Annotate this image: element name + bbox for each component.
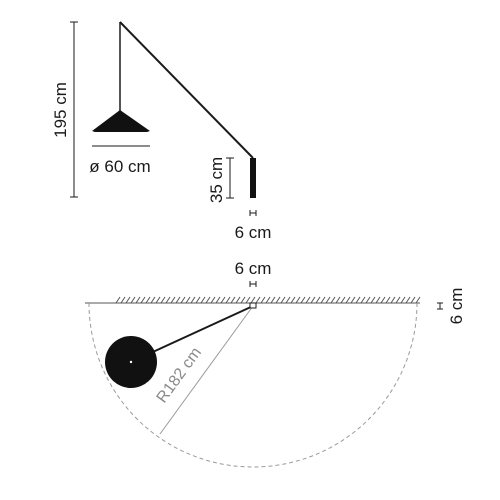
hatch-mark — [185, 296, 191, 304]
hatch-mark — [165, 296, 171, 304]
lamp-shade — [92, 110, 150, 132]
hatch-mark — [290, 296, 296, 304]
radius-label: R182 cm — [154, 344, 205, 406]
top-base-width-dimension — [249, 281, 257, 287]
hatch-mark — [135, 296, 141, 304]
hatch-mark — [400, 296, 406, 304]
hatch-mark — [120, 296, 126, 304]
height-label: 195 cm — [51, 82, 70, 138]
hatch-mark — [180, 296, 186, 304]
hatch-mark — [385, 296, 391, 304]
hatch-mark — [325, 296, 331, 304]
hatch-mark — [380, 296, 386, 304]
hatch-mark — [145, 296, 151, 304]
hatch-mark — [360, 296, 366, 304]
hatch-mark — [305, 296, 311, 304]
wall-hatching — [115, 296, 421, 304]
hatch-mark — [220, 296, 226, 304]
hatch-mark — [205, 296, 211, 304]
hatch-mark — [140, 296, 146, 304]
hatch-mark — [270, 296, 276, 304]
base-width-dimension — [249, 210, 257, 216]
hatch-mark — [240, 296, 246, 304]
hatch-mark — [130, 296, 136, 304]
wall-depth-label: 6 cm — [447, 288, 466, 325]
hatch-mark — [230, 296, 236, 304]
hatch-mark — [405, 296, 411, 304]
hatch-mark — [170, 296, 176, 304]
hatch-mark — [300, 296, 306, 304]
hatch-mark — [410, 296, 416, 304]
hatch-mark — [330, 296, 336, 304]
hatch-mark — [210, 296, 216, 304]
hatch-mark — [350, 296, 356, 304]
hatch-mark — [310, 296, 316, 304]
hatch-mark — [375, 296, 381, 304]
hatch-mark — [215, 296, 221, 304]
hatch-mark — [250, 296, 256, 304]
height-dimension — [70, 21, 78, 198]
hatch-mark — [340, 296, 346, 304]
hatch-mark — [345, 296, 351, 304]
hatch-mark — [315, 296, 321, 304]
hatch-mark — [200, 296, 206, 304]
hatch-mark — [160, 296, 166, 304]
hatch-mark — [390, 296, 396, 304]
hatch-mark — [115, 296, 121, 304]
top-base-width-label: 6 cm — [235, 259, 272, 278]
hatch-mark — [225, 296, 231, 304]
hatch-mark — [280, 296, 286, 304]
hatch-mark — [415, 296, 421, 304]
hatch-mark — [260, 296, 266, 304]
shade-center-dot — [129, 360, 133, 364]
hatch-mark — [195, 296, 201, 304]
hatch-mark — [275, 296, 281, 304]
hatch-mark — [355, 296, 361, 304]
wall-mount — [249, 302, 257, 309]
hatch-mark — [365, 296, 371, 304]
hatch-mark — [395, 296, 401, 304]
hatch-mark — [125, 296, 131, 304]
base-width-label: 6 cm — [235, 223, 272, 242]
wall-depth-dimension — [437, 302, 443, 310]
base-height-dimension — [226, 157, 234, 199]
shade-diameter-label: ø 60 cm — [89, 157, 150, 176]
hatch-mark — [320, 296, 326, 304]
lamp-arm — [119, 21, 254, 159]
hatch-mark — [295, 296, 301, 304]
hatch-mark — [255, 296, 261, 304]
hatch-mark — [370, 296, 376, 304]
lamp-base — [250, 158, 256, 198]
side-view: 195 cm ø 60 cm 35 cm 6 cm — [51, 21, 272, 242]
hatch-mark — [245, 296, 251, 304]
hatch-mark — [335, 296, 341, 304]
hatch-mark — [155, 296, 161, 304]
hatch-mark — [175, 296, 181, 304]
hatch-mark — [235, 296, 241, 304]
top-view: 6 cm R182 cm 6 cm — [85, 259, 466, 468]
hatch-mark — [190, 296, 196, 304]
radius-dimension-line — [159, 305, 254, 435]
swing-radius-arc — [88, 302, 418, 468]
base-height-label: 35 cm — [207, 157, 226, 203]
hatch-mark — [150, 296, 156, 304]
hatch-mark — [265, 296, 271, 304]
hatch-mark — [285, 296, 291, 304]
